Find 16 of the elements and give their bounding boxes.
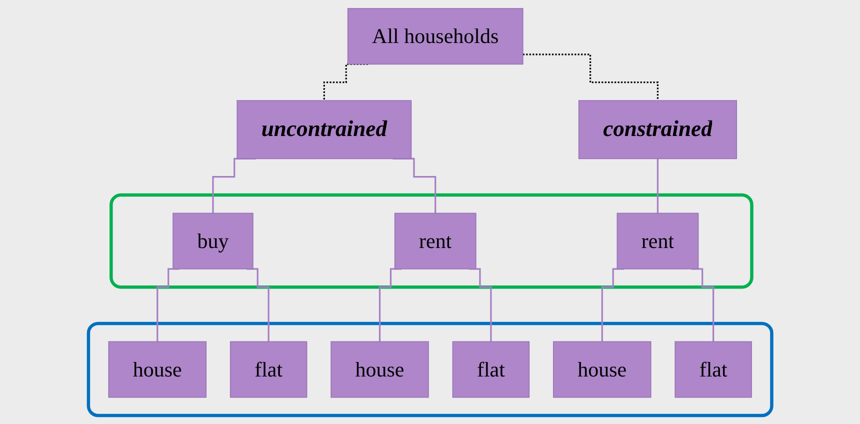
connector	[522, 54, 658, 102]
node-box: buy	[172, 212, 254, 270]
node-box: All households	[347, 8, 524, 65]
node-box: rent	[616, 212, 699, 270]
cluster	[86, 322, 774, 418]
node-box: uncontrained	[236, 100, 412, 160]
node-box: rent	[394, 212, 476, 270]
node-box: house	[108, 341, 206, 398]
node-box: flat	[230, 341, 308, 398]
node-box: house	[330, 341, 429, 398]
node-box: flat	[674, 341, 752, 398]
node-box: house	[552, 341, 652, 398]
connector	[656, 158, 658, 214]
node-box: flat	[452, 341, 530, 398]
node-box: constrained	[578, 100, 737, 160]
cluster	[109, 193, 754, 289]
